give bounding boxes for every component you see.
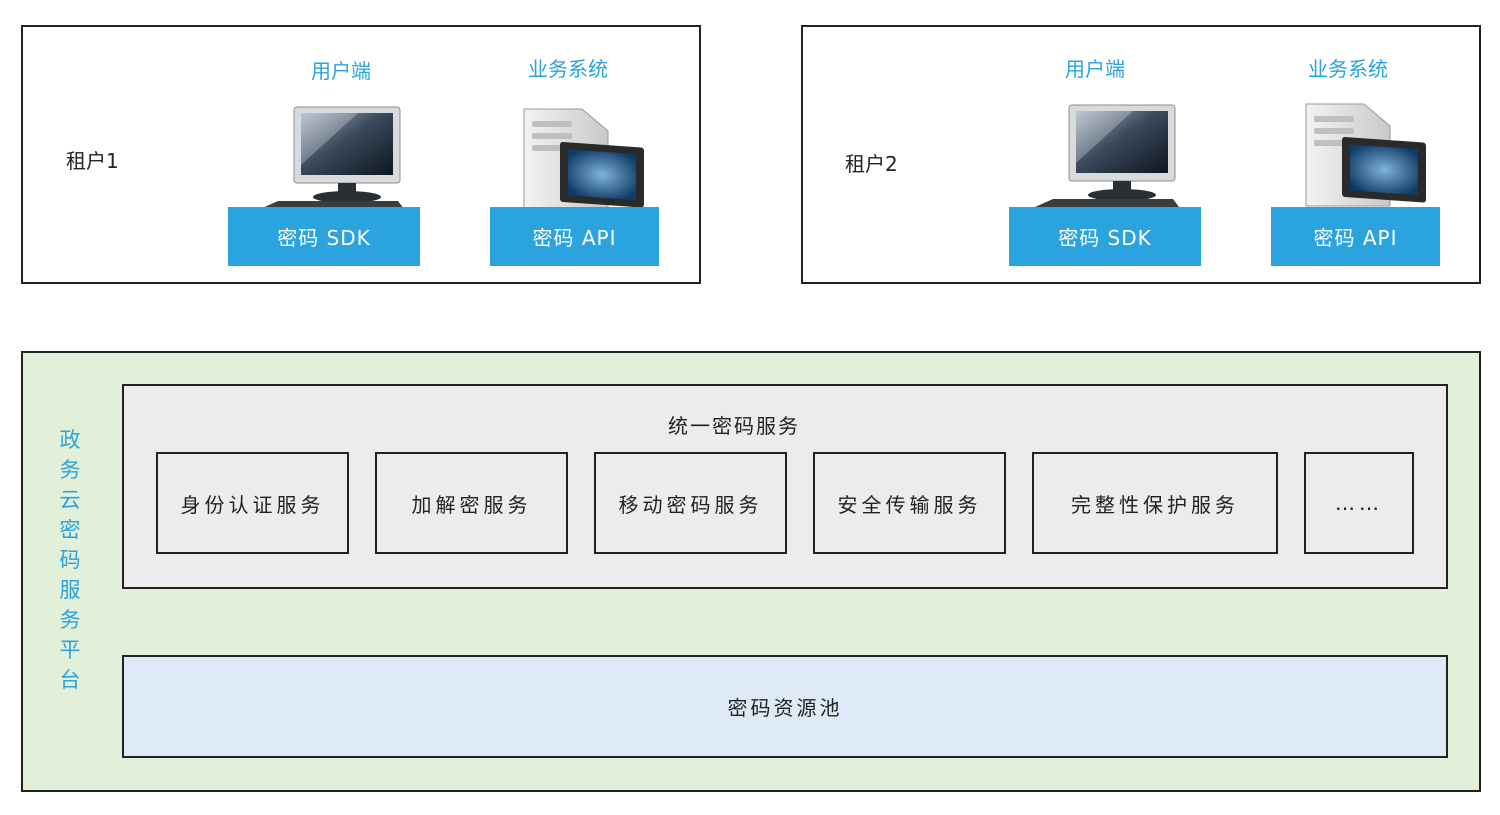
server-tower-icon (523, 108, 644, 210)
service-mobile-crypto[interactable]: 移动密码服务 (594, 452, 787, 554)
tenant-2-sdk-button[interactable]: 密码 SDK (1009, 207, 1201, 266)
tenant-1-system-label: 业务系统 (528, 57, 608, 81)
unified-service-title: 统一密码服务 (668, 414, 800, 438)
tenant-2-api-button[interactable]: 密码 API (1271, 207, 1440, 266)
service-identity-auth[interactable]: 身份认证服务 (156, 452, 349, 554)
service-integrity-protection[interactable]: 完整性保护服务 (1032, 452, 1278, 554)
tenant-1-client-label: 用户端 (311, 59, 371, 83)
tenant-2-name: 租户2 (845, 152, 898, 176)
service-encryption-decryption[interactable]: 加解密服务 (375, 452, 568, 554)
tenant-2-client-label: 用户端 (1065, 57, 1125, 81)
tenant-1-api-button[interactable]: 密码 API (490, 207, 659, 266)
tenant-1-sdk-button[interactable]: 密码 SDK (228, 207, 420, 266)
server-tower-icon (1305, 103, 1426, 207)
tenant-1-name: 租户1 (66, 149, 119, 173)
service-secure-transport[interactable]: 安全传输服务 (813, 452, 1006, 554)
platform-label: 政务云密码服务平台 (59, 428, 81, 692)
desktop-computer-icon (260, 106, 404, 209)
tenant-2-system-label: 业务系统 (1308, 57, 1388, 81)
crypto-resource-pool: 密码资源池 (122, 655, 1448, 758)
service-more[interactable]: …… (1304, 452, 1414, 554)
desktop-computer-icon (1035, 104, 1179, 207)
